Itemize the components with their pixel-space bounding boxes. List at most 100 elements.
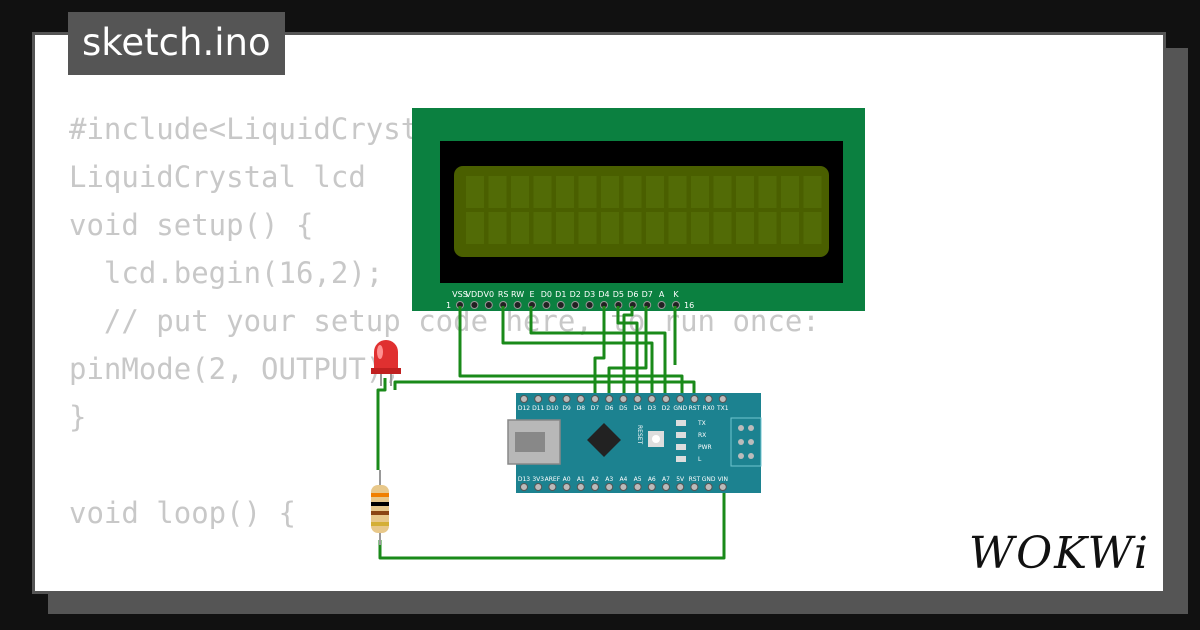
nano-bottom-pin[interactable] [690,483,699,491]
nano-top-pin-label: D10 [546,405,558,412]
nano-bottom-pin-label: A7 [662,476,670,483]
file-name-tab[interactable]: sketch.ino [68,12,285,75]
nano-top-pin[interactable] [690,395,699,403]
nano-top-pin[interactable] [576,395,585,403]
nano-top-pin[interactable] [520,395,528,403]
nano-top-pin[interactable] [605,395,614,403]
lcd-char-cell [556,176,574,208]
lcd-char-cell [781,212,799,244]
wire[interactable] [378,490,726,560]
nano-bottom-pin[interactable] [662,483,670,491]
nano-bottom-pin[interactable] [718,483,727,491]
nano-top-pin[interactable] [718,395,727,403]
lcd-char-cell [511,212,529,244]
nano-top-pin[interactable] [633,395,642,403]
lcd-char-cell [488,212,507,244]
lcd-pin-label: RW [511,290,524,299]
microcontroller-chip [587,423,621,457]
lcd-pin[interactable] [657,301,666,309]
nano-bottom-pin[interactable] [562,483,571,491]
nano-bottom-pin-label: VIN [718,476,728,483]
lcd-char-cell [466,176,484,208]
nano-bottom-pin-label: A1 [577,476,585,483]
nano-top-pin-label: D6 [605,405,614,412]
wire[interactable] [616,306,639,398]
nano-bottom-pin-label: RST [689,476,701,483]
wire[interactable] [529,306,667,398]
code-line: LiquidCrystal lcd [69,160,366,194]
nano-top-pin-label: D9 [562,405,571,412]
nano-top-pin[interactable] [704,395,713,403]
lcd-pin-label: VDD [466,290,484,299]
lcd-pin[interactable] [470,301,479,309]
wire[interactable] [622,306,634,398]
nano-bottom-pin[interactable] [704,483,713,491]
nano-bottom-pin[interactable] [534,483,543,491]
wire[interactable] [376,378,387,470]
nano-bottom-pin[interactable] [676,483,685,491]
wire[interactable] [593,306,606,398]
lcd-pin-label: V0 [484,290,495,299]
nano-top-pin[interactable] [662,395,670,403]
wire[interactable] [501,306,654,398]
lcd-pin-number-last: 16 [684,301,694,310]
nano-bottom-pin-label: AREF [545,476,561,483]
nano-top-pin[interactable] [619,395,628,403]
lcd-char-cell [466,212,484,244]
lcd-pin-label: D0 [541,290,552,299]
lcd-char-cell [691,212,709,244]
nano-bottom-pin[interactable] [591,483,599,491]
lcd-pin[interactable] [542,301,551,309]
lcd-pin-label: D2 [570,290,581,299]
nano-bottom-pin[interactable] [576,483,585,491]
lcd-pin-label: K [673,290,679,299]
nano-top-pin[interactable] [647,395,656,403]
nano-top-pin-label: D5 [619,405,628,412]
lcd-char-cell [803,212,822,244]
wire[interactable] [607,306,648,398]
lcd-char-cell [533,212,552,244]
resistor[interactable] [371,470,389,545]
nano-bottom-pin-label: 3V3 [532,476,544,483]
nano-bottom-pin[interactable] [548,483,557,491]
lcd-char-cell [601,212,619,244]
status-led-label: RX [698,432,706,439]
wire[interactable] [458,306,684,398]
nano-bottom-pin[interactable] [619,483,628,491]
lcd-pin[interactable] [585,301,594,309]
nano-top-pin-label: D8 [577,405,586,412]
lcd-pin[interactable] [556,301,565,309]
nano-top-pin-label: RST [689,405,701,412]
lcd-character-cells [466,176,822,244]
nano-bottom-pin[interactable] [633,483,642,491]
lcd-char-cell [803,176,822,208]
nano-bottom-pin[interactable] [647,483,656,491]
nano-top-pin[interactable] [676,395,685,403]
red-led[interactable] [371,340,401,386]
lcd-char-cell [533,176,552,208]
wokwi-logo[interactable]: WOKWi [968,528,1150,579]
code-line: lcd.begin(16,2); [69,256,384,290]
lcd-pin[interactable] [513,301,522,309]
nano-top-pin[interactable] [548,395,557,403]
nano-top-pin-label: D3 [648,405,657,412]
status-leds [676,420,686,462]
lcd-pin[interactable] [484,301,493,309]
lcd-pin-label: VSS [452,290,468,299]
code-line: void loop() { [69,496,296,530]
code-line: } [69,400,87,434]
nano-bottom-pin[interactable] [520,483,528,491]
lcd-char-cell [646,212,664,244]
nano-top-pin[interactable] [534,395,543,403]
lcd-char-cell [578,176,597,208]
nano-top-pin[interactable] [562,395,571,403]
nano-top-pin[interactable] [591,395,599,403]
lcd-char-cell [623,176,642,208]
wire[interactable] [393,380,696,398]
lcd-pin[interactable] [571,301,580,309]
lcd-char-cell [758,176,777,208]
nano-bottom-pin[interactable] [605,483,614,491]
